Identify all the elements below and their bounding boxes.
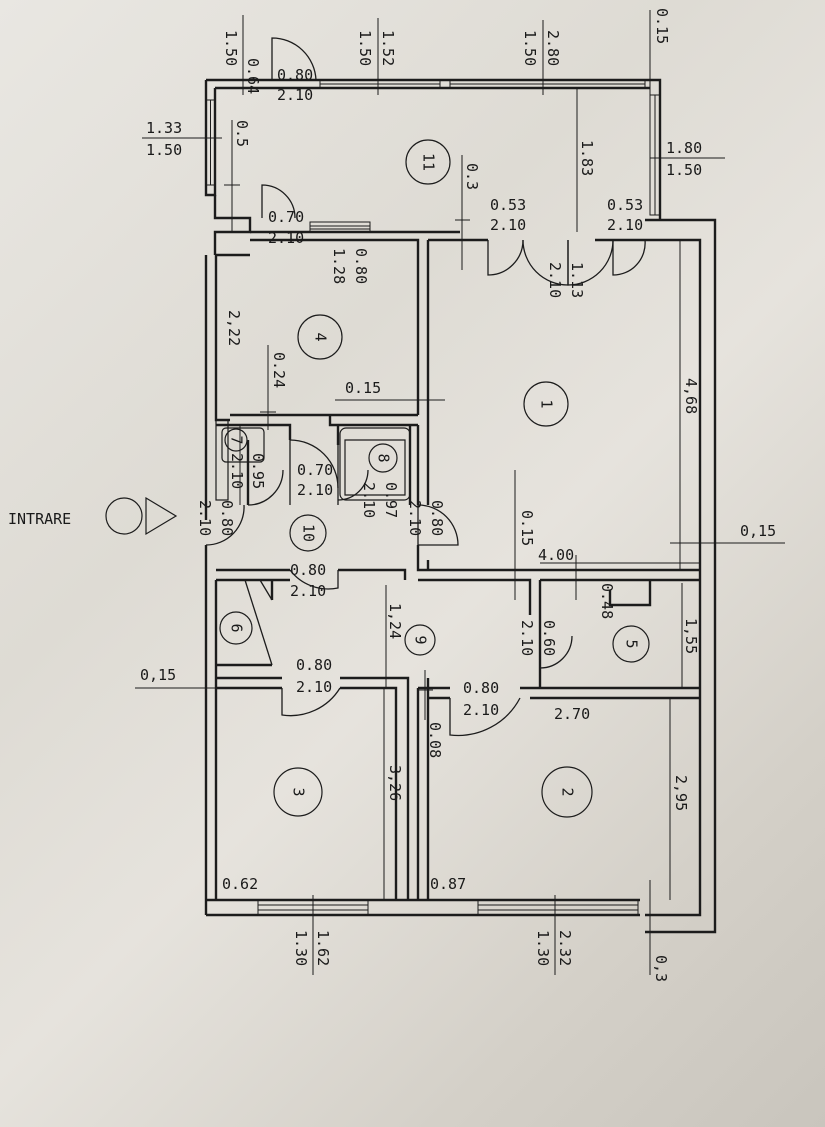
label-wall-024: 0.24 xyxy=(270,352,288,388)
room-4-number: 4 xyxy=(312,332,330,341)
room-11-number: 11 xyxy=(420,153,438,171)
room-markers: 11 4 1 7 8 10 6 9 5 3 2 xyxy=(219,139,650,818)
label-win4-a: 0.80 xyxy=(352,248,370,284)
label-top-door-b: 2.10 xyxy=(277,86,313,104)
label-balcony-h: 1.83 xyxy=(578,140,596,176)
label-dim-05: 0.5 xyxy=(233,120,251,147)
label-dim-008: 0.08 xyxy=(426,722,444,758)
label-top-door-a: 0.80 xyxy=(277,66,313,84)
label-entry-door-a: 0.80 xyxy=(218,500,236,536)
label-left-win-b: 1.50 xyxy=(146,141,182,159)
label-bot-win1-a: 1.62 xyxy=(314,930,332,966)
label-wall-015-b: 0.15 xyxy=(518,510,536,546)
label-door10-b: 2.10 xyxy=(290,582,326,600)
label-door5-b: 2.10 xyxy=(518,620,536,656)
windows xyxy=(205,79,661,916)
label-wall-03: 0.3 xyxy=(463,163,481,190)
label-dim-048: 0.48 xyxy=(598,583,616,619)
label-wall-015-r: 0,15 xyxy=(740,522,776,540)
label-bot-win2-b: 1.30 xyxy=(534,930,552,966)
dimension-labels: 0.64 1.50 0.80 2.10 1.52 1.50 2.80 1.50 … xyxy=(140,8,776,982)
entrance-circle-icon xyxy=(105,497,143,535)
label-door8-a: 0.97 xyxy=(382,482,400,518)
label-door8-b: 2.10 xyxy=(360,482,378,518)
fixtures xyxy=(215,419,411,501)
dimension-lines xyxy=(135,10,785,975)
label-door2-a: 0.80 xyxy=(463,679,499,697)
room-9-number: 9 xyxy=(412,635,430,644)
interior-walls xyxy=(216,230,700,900)
label-bot-wall: 0,3 xyxy=(652,955,670,982)
label-entry-door-b: 2.10 xyxy=(196,500,214,536)
label-door11a-b: 2.10 xyxy=(490,216,526,234)
label-door2-b: 2.10 xyxy=(463,701,499,719)
room-6-number: 6 xyxy=(228,623,246,632)
room-8-number: 8 xyxy=(375,453,393,462)
entrance-arrow-icon xyxy=(145,496,178,536)
label-wall-015-l: 0,15 xyxy=(140,666,176,684)
label-door-hall-a: 0.70 xyxy=(297,461,333,479)
label-door11b-b: 2.10 xyxy=(607,216,643,234)
label-door3-b: 2.10 xyxy=(296,678,332,696)
label-sill2: 0.87 xyxy=(430,875,466,893)
label-top-win3-b: 1.50 xyxy=(521,30,539,66)
label-door10-a: 0.80 xyxy=(290,561,326,579)
label-door1-a: 0.80 xyxy=(428,500,446,536)
label-top-win2-b: 1.50 xyxy=(356,30,374,66)
label-door7-a: 0.95 xyxy=(249,453,267,489)
label-sill3: 0.62 xyxy=(222,875,258,893)
room-7-number: 7 xyxy=(228,435,246,444)
label-door4-a: 0.70 xyxy=(268,208,304,226)
label-room2-h: 2,95 xyxy=(672,775,690,811)
room-3-number: 3 xyxy=(290,787,308,796)
label-top-win1-a: 0.64 xyxy=(244,58,262,94)
room-1-number: 1 xyxy=(538,399,556,408)
label-top-win3-a: 2.80 xyxy=(544,30,562,66)
label-top-wall: 0.15 xyxy=(653,8,671,44)
label-room2-w: 2.70 xyxy=(554,705,590,723)
label-door11a-a: 0.53 xyxy=(490,196,526,214)
label-room4-h: 2,22 xyxy=(225,310,243,346)
label-door11c-b: 2.10 xyxy=(546,262,564,298)
label-door5-a: 0.60 xyxy=(540,620,558,656)
label-win4-b: 1.28 xyxy=(330,248,348,284)
label-room1-w: 4.00 xyxy=(538,546,574,564)
room-5-number: 5 xyxy=(623,639,641,648)
room-2-number: 2 xyxy=(559,787,577,796)
label-door4-b: 2.10 xyxy=(268,229,304,247)
label-room5-h: 1,55 xyxy=(682,618,700,654)
label-bot-win1-b: 1.30 xyxy=(292,930,310,966)
label-door11c-a: 1.13 xyxy=(568,262,586,298)
label-door7-b: 2.10 xyxy=(228,453,246,489)
label-left-win-a: 1.33 xyxy=(146,119,182,137)
label-top-win2-a: 1.52 xyxy=(379,30,397,66)
label-corr-h: 1,24 xyxy=(386,603,404,639)
label-door11b-a: 0.53 xyxy=(607,196,643,214)
label-door3-a: 0.80 xyxy=(296,656,332,674)
label-door-hall-b: 2.10 xyxy=(297,481,333,499)
label-room3-h: 3,26 xyxy=(386,765,404,801)
label-top-win1-b: 1.50 xyxy=(222,30,240,66)
entrance-marker: INTRARE xyxy=(8,496,178,536)
label-bot-win2-a: 2.32 xyxy=(556,930,574,966)
doors xyxy=(205,37,646,737)
label-right-win-b: 1.50 xyxy=(666,161,702,179)
entrance-label: INTRARE xyxy=(8,510,71,528)
label-room1-h: 4,68 xyxy=(682,378,700,414)
room-10-number: 10 xyxy=(300,524,318,542)
label-door1-b: 2.10 xyxy=(406,500,424,536)
label-right-win-a: 1.80 xyxy=(666,139,702,157)
label-wall-015-a: 0.15 xyxy=(345,379,381,397)
